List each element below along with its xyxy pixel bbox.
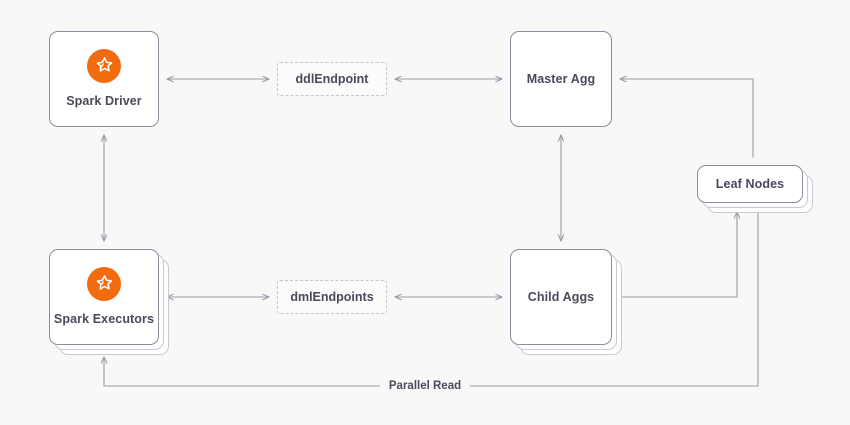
node-label-spark-executors: Spark Executors [53,312,155,326]
spark-logo-icon [87,49,121,83]
endpoint-ddl[interactable]: ddlEndpoint [277,62,387,96]
endpoint-label-dml: dmlEndpoints [290,290,374,304]
node-spark-driver[interactable]: Spark Driver [49,31,159,127]
edge-child-to-leaf [619,211,737,298]
endpoint-label-ddl: ddlEndpoint [295,72,369,86]
node-child-aggs[interactable]: Child Aggs [510,249,612,345]
edge-label-parallel-read: Parallel Read [379,380,471,392]
edge-parallel-read [104,211,759,387]
node-master-agg[interactable]: Master Agg [510,31,612,127]
edge-leaf-to-master [619,79,754,158]
node-label-master-agg: Master Agg [526,71,596,86]
spark-logo-icon [87,267,121,301]
node-label-child-aggs: Child Aggs [527,289,595,304]
endpoint-dml[interactable]: dmlEndpoints [277,280,387,314]
node-label-spark-driver: Spark Driver [66,94,142,108]
node-spark-executors[interactable]: Spark Executors [49,249,159,345]
node-leaf-nodes[interactable]: Leaf Nodes [697,165,803,203]
node-label-leaf-nodes: Leaf Nodes [715,176,785,191]
